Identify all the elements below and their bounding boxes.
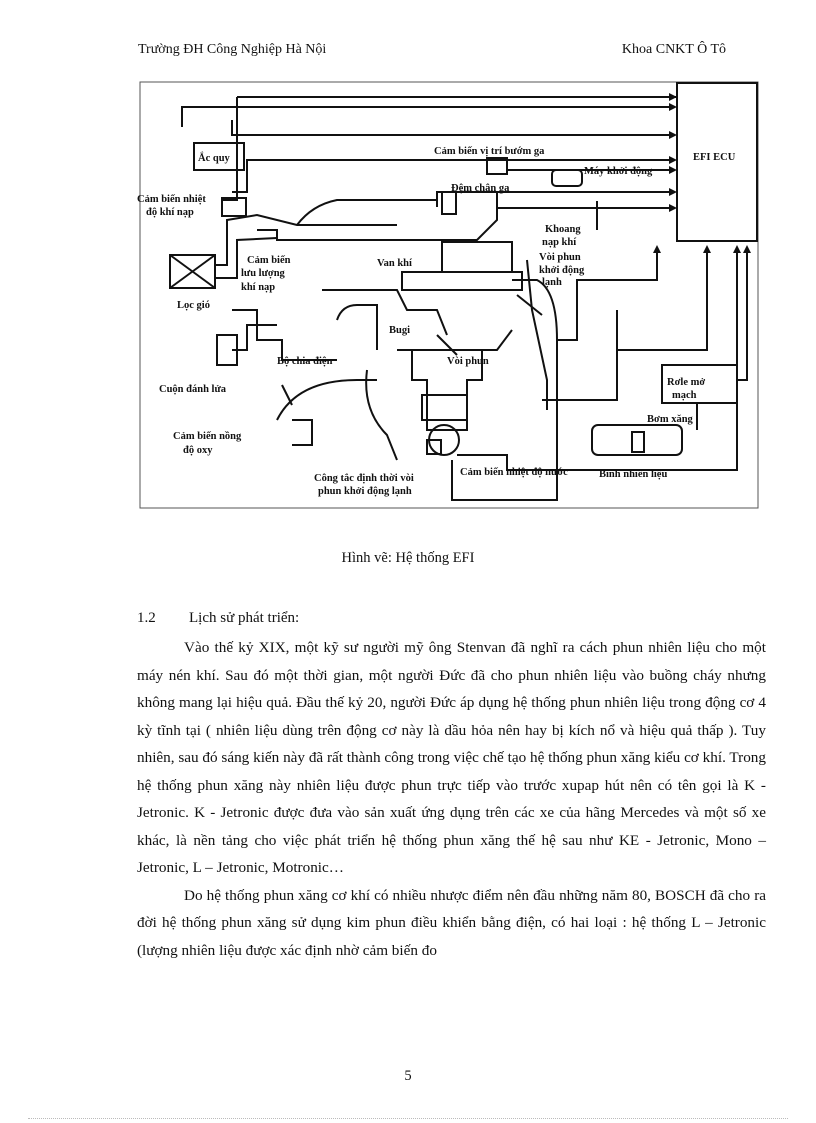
label-airflow: khí nạp: [241, 282, 275, 293]
label-fuel-tank: Bình nhiên liệu: [599, 469, 667, 480]
label-relay: mạch: [672, 390, 697, 401]
label-timer-switch: Công tắc định thời vòi: [314, 473, 414, 484]
label-throttle-sensor: Cảm biến vị trí bướm ga: [434, 146, 545, 157]
label-battery: Ắc quy: [198, 151, 231, 164]
paragraph: Vào thế kỷ XIX, một kỹ sư người mỹ ông S…: [137, 639, 766, 876]
label-relay: Rơle mở: [667, 377, 705, 388]
figure-caption: Hình vẽ: Hệ thống EFI: [341, 550, 475, 566]
label-coolant-sensor: Cảm biến nhiệt độ nước: [460, 467, 568, 478]
section-number: 1.2: [137, 610, 156, 626]
label-ecu: EFI ECU: [693, 152, 736, 163]
section-heading: 1.2 Lịch sử phát triển:: [137, 610, 299, 627]
header-school: Trường ĐH Công Nghiệp Hà Nội: [138, 42, 327, 57]
label-air-filter: Lọc gió: [177, 300, 210, 311]
label-injector: Vòi phun: [447, 356, 489, 367]
label-spark-plug: Bugi: [389, 325, 410, 336]
label-intake-temp: độ khí nạp: [146, 207, 194, 218]
header-faculty: Khoa CNKT Ô Tô: [621, 42, 726, 57]
label-intake-chamber: nạp khí: [542, 237, 577, 248]
section-title: Lịch sử phát triển:: [189, 610, 300, 626]
label-intake-chamber: Khoang: [545, 224, 581, 235]
label-starter: Máy khởi động: [584, 166, 653, 177]
label-distributor: Bộ chia điện: [277, 356, 333, 367]
page-bottom-divider: [28, 1118, 788, 1119]
label-ignition-coil: Cuộn đánh lửa: [159, 384, 227, 395]
label-cold-start-injector: khởi động: [539, 265, 585, 276]
efi-system-diagram: EFI ECU Ắc quy Cảm biến vị trí bướm ga M…: [137, 80, 762, 512]
label-cold-start-injector: Vòi phun: [539, 252, 581, 263]
label-timer-switch: phun khởi động lạnh: [318, 486, 412, 497]
body-text: Vào thế kỷ XIX, một kỹ sư người mỹ ông S…: [137, 634, 766, 964]
label-oxygen-sensor: Cảm biến nồng: [173, 431, 242, 442]
label-airflow: Cảm biến: [247, 255, 291, 266]
label-intake-temp: Cảm biến nhiệt: [137, 194, 206, 205]
paragraph: Do hệ thống phun xăng cơ khí có nhiều nh…: [137, 886, 766, 959]
label-oxygen-sensor: độ oxy: [183, 445, 213, 456]
label-dashpot: Đệm chân ga: [451, 183, 510, 194]
page-number: 5: [404, 1068, 412, 1084]
label-airflow: lưu lượng: [241, 268, 286, 279]
label-cold-start-injector: lạnh: [542, 277, 562, 288]
label-air-valve: Van khí: [377, 258, 413, 269]
label-fuel-pump: Bơm xăng: [647, 414, 694, 425]
